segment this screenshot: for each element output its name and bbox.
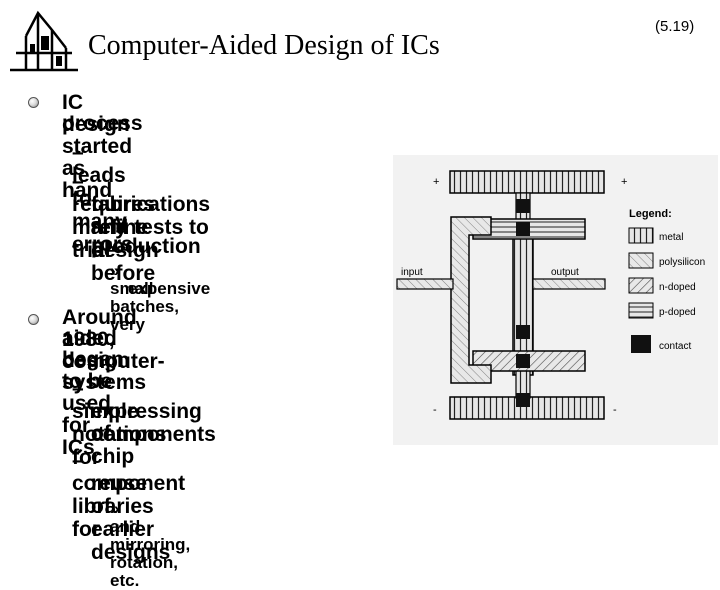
sub-sub-bullet: »small batches, very (110, 262, 179, 334)
bullet-2-line-1: Around 1980, computer- (62, 306, 165, 373)
bullet-1-line-2: process (62, 112, 143, 135)
legend-swatch-p-doped (628, 302, 654, 319)
polysilicon-gate (450, 216, 492, 384)
sub-bullet: –component libraries for (72, 449, 185, 541)
sub-bullet-text: requires many trial (72, 193, 155, 262)
cmos-inverter-layout-figure: + + - - input output Legend: metal polys… (393, 155, 718, 445)
bullet-dot (28, 97, 39, 108)
bullet-dot (28, 314, 39, 325)
sub-bullet-text: component libraries for (72, 472, 186, 541)
sub-bullet-line: of chip (91, 422, 135, 468)
sub-bullet: –requires many trial (72, 170, 155, 262)
university-logo (10, 10, 78, 72)
legend-label-n-doped: n-doped (659, 282, 696, 293)
sub-sub-bullet: »and mirroring, rotation, etc. (110, 500, 190, 590)
legend-label-metal: metal (659, 232, 683, 243)
metal-vdd-rail (449, 170, 605, 194)
dash-marker: – (72, 170, 84, 193)
sub-bullet-line: expressing components (91, 400, 216, 446)
bullet-2-line-2: aided design systems (62, 327, 147, 394)
polysilicon-input-line (396, 278, 454, 290)
contact (516, 199, 530, 213)
contact (516, 393, 530, 407)
output-label: output (551, 267, 579, 278)
legend-label-p-doped: p-doped (659, 307, 696, 318)
slide-number: (5.19) (655, 18, 695, 35)
sub-bullet: –simple notations for (72, 377, 167, 469)
legend-label-polysilicon: polysilicon (659, 257, 705, 268)
dash-marker: – (72, 377, 84, 400)
legend-label-contact: contact (659, 341, 691, 352)
chevron-marker: » (110, 499, 120, 518)
sub-bullet-text: leads to many errors (72, 164, 133, 256)
minus-label: - (433, 404, 437, 416)
sub-sub-bullet-text: small batches, very (110, 279, 179, 334)
legend: Legend: metal polysilicon n-doped p-dope… (628, 208, 705, 353)
dash-marker: – (72, 449, 84, 472)
plus-label: + (621, 176, 627, 188)
contact (516, 325, 530, 339)
dash-marker: – (72, 141, 84, 164)
bullet-1-line-1: IC design started as hand (62, 91, 133, 202)
slide-title: Computer-Aided Design of ICs (88, 30, 440, 61)
output-line (532, 278, 606, 290)
input-label: input (401, 267, 423, 278)
legend-title: Legend: (629, 208, 672, 220)
sub-bullet-line: refine design before (91, 216, 159, 285)
contact (516, 354, 530, 368)
plus-label: + (433, 176, 439, 188)
sub-bullet-line: production (91, 235, 201, 258)
sub-bullet-text: simple notations for (72, 400, 167, 469)
chevron-marker: » (110, 261, 120, 280)
legend-swatch-n-doped (628, 277, 654, 294)
sub-sub-bullet-text: and mirroring, rotation, etc. (110, 517, 191, 590)
contact (516, 222, 530, 236)
legend-swatch-polysilicon (628, 252, 654, 269)
sub-bullet-line: fabrications and tests to (91, 193, 211, 239)
sub-bullet: –leads to many errors (72, 141, 133, 256)
bullet-2-line-3: began to be used for ICs (62, 348, 124, 459)
minus-label: - (613, 404, 617, 416)
legend-swatch-metal (628, 227, 654, 244)
sub-sub-bullet-line: expensive (128, 279, 211, 298)
legend-swatch-contact (631, 335, 651, 353)
